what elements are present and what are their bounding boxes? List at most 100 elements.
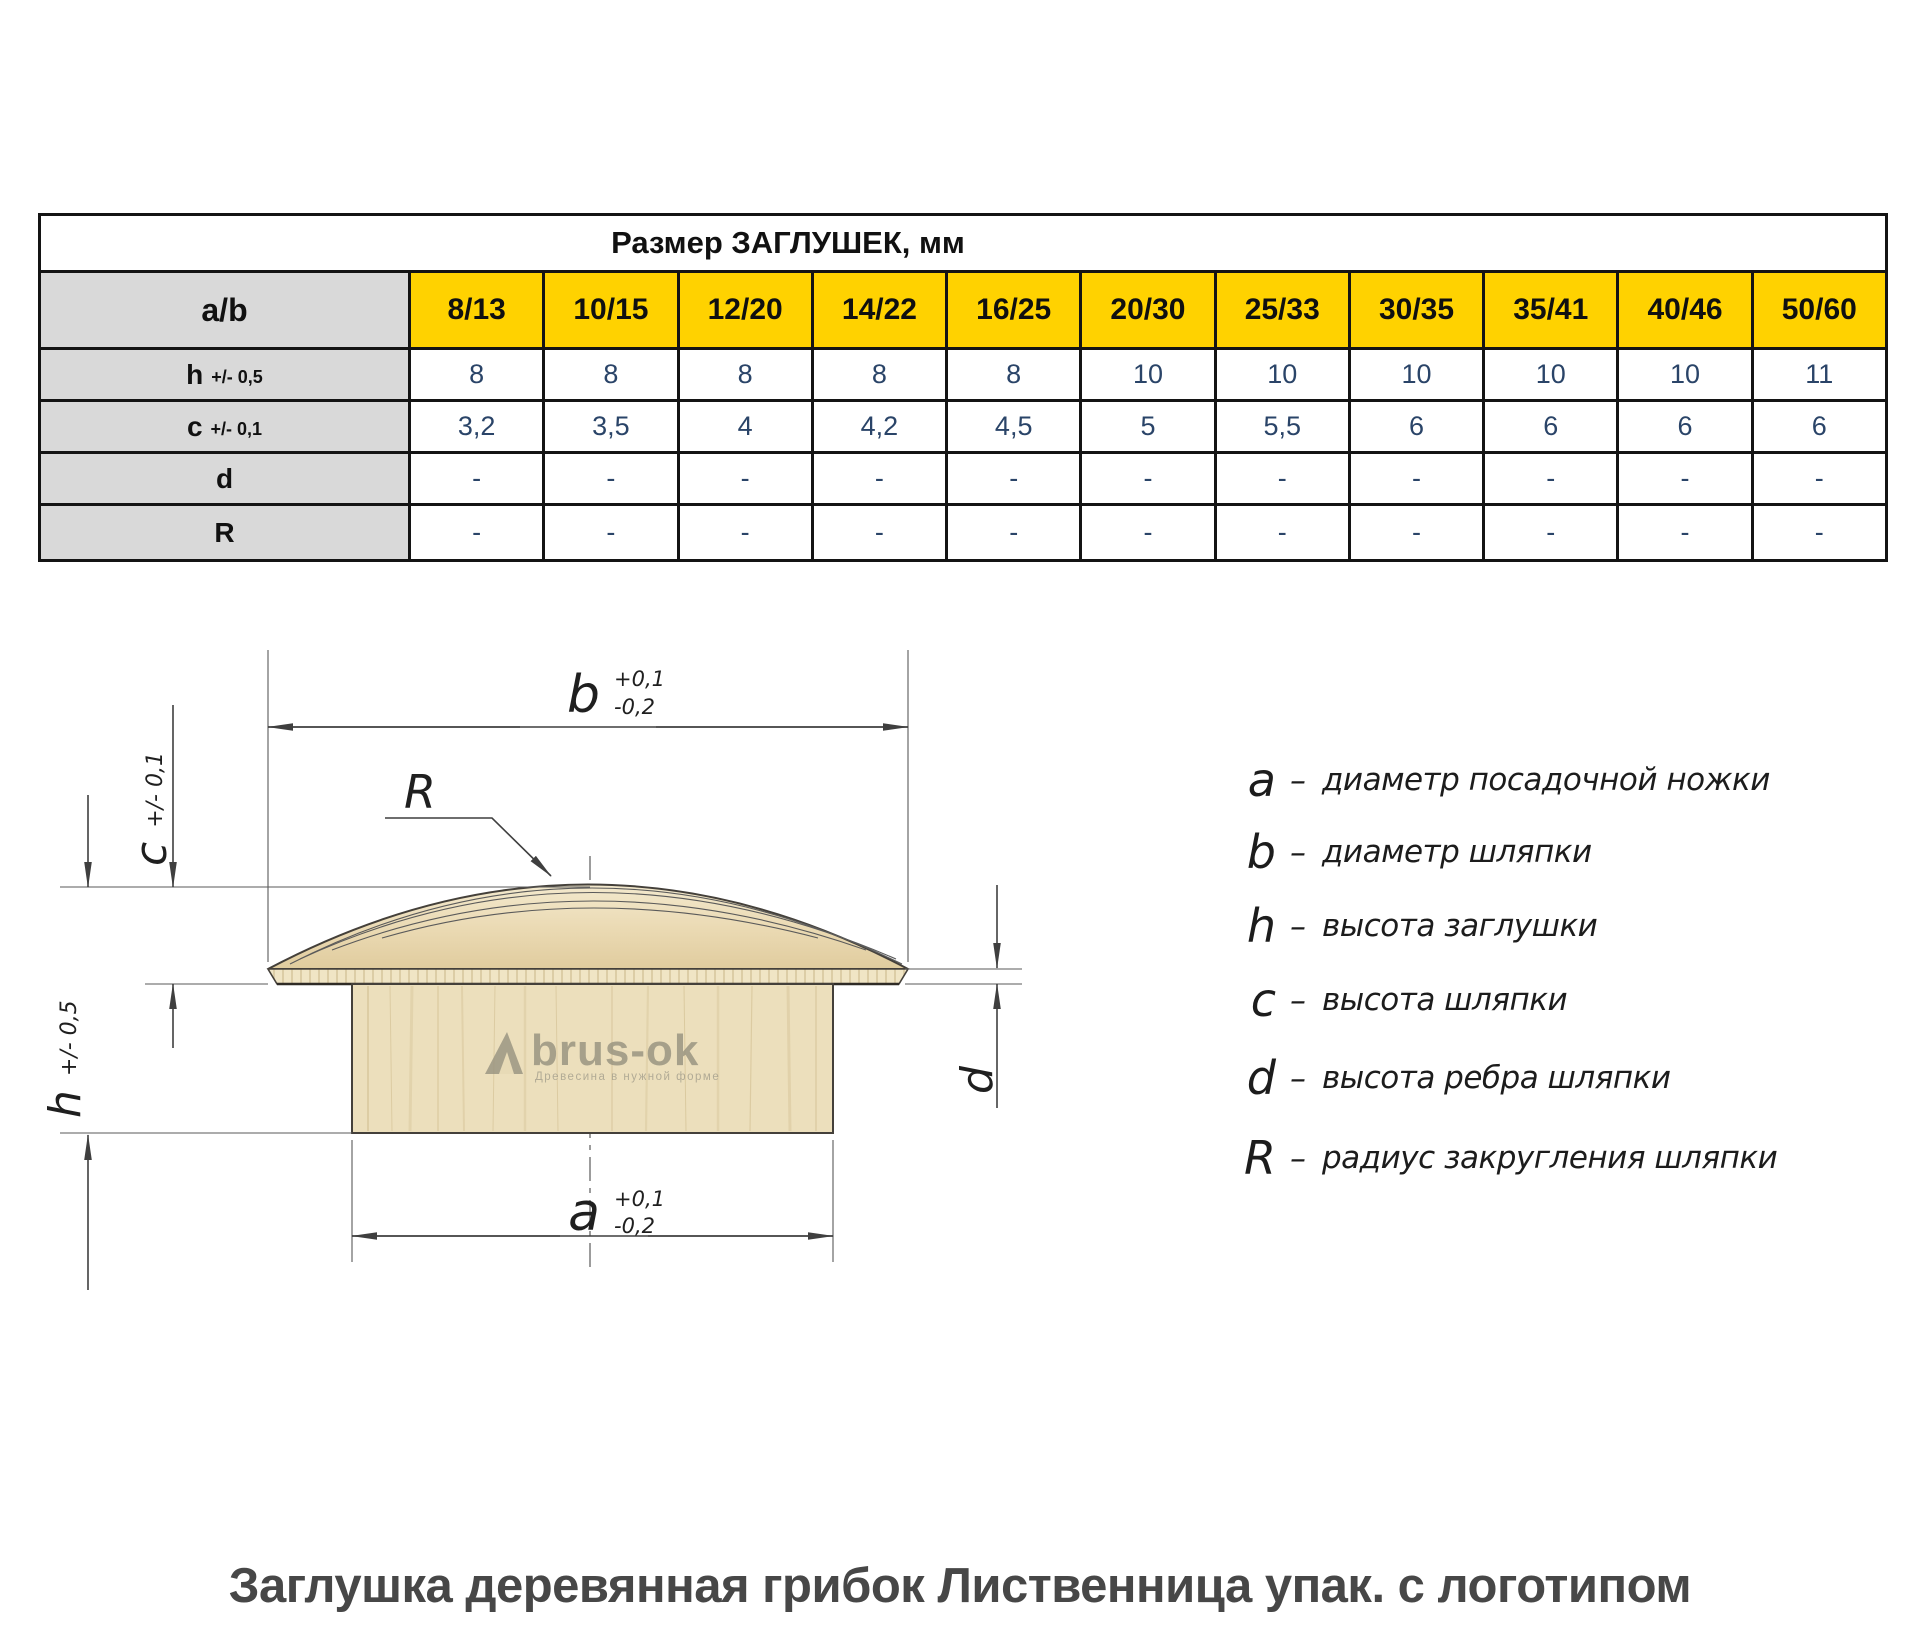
size-column-header: 25/33 bbox=[1216, 273, 1351, 347]
value-cell: 8 bbox=[814, 350, 949, 399]
plug-cap-rim bbox=[266, 968, 910, 986]
legend-dash: – bbox=[1290, 833, 1306, 871]
product-caption: Заглушка деревянная грибок Лиственница у… bbox=[228, 1559, 1692, 1613]
value-cell: 8 bbox=[948, 350, 1083, 399]
dimension-b: b +0,1 -0,2 bbox=[267, 650, 909, 962]
value-cell: 11 bbox=[1805, 359, 1834, 389]
legend-description: высота заглушки bbox=[1322, 908, 1598, 944]
value-cell: - bbox=[1351, 454, 1486, 503]
value-cell: - bbox=[814, 506, 949, 559]
corner-header-label: a/b bbox=[201, 291, 248, 328]
legend-letter: b bbox=[1246, 825, 1276, 879]
value-cell: 4,2 bbox=[814, 402, 949, 451]
value-cell: - bbox=[1485, 506, 1620, 559]
dimension-r: R bbox=[385, 765, 552, 877]
value-cell: - bbox=[545, 506, 680, 559]
value-cell: 6 bbox=[1619, 402, 1754, 451]
legend-row: h – высота заглушки bbox=[1218, 898, 1598, 954]
size-column-header: 30/35 bbox=[1350, 273, 1486, 347]
legend-dash: – bbox=[1290, 1139, 1306, 1177]
value-cell: 8 bbox=[680, 350, 814, 399]
size-column-header: 8/13 bbox=[411, 273, 546, 347]
legend-dash: – bbox=[1290, 1059, 1306, 1097]
legend-description: диаметр шляпки bbox=[1322, 834, 1592, 870]
value-cell: 10 bbox=[1217, 350, 1351, 399]
value-cell: - bbox=[1814, 517, 1824, 547]
value-cell: - bbox=[680, 506, 814, 559]
logo-name: brus-ok bbox=[531, 1026, 699, 1075]
brus-ok-logo: brus-ok Древесина в нужной форме bbox=[485, 1026, 720, 1083]
legend-dash: – bbox=[1290, 761, 1306, 799]
legend-description: высота шляпки bbox=[1322, 982, 1568, 1018]
value-cell: - bbox=[1485, 454, 1620, 503]
reference-lines bbox=[60, 886, 1022, 1134]
size-column-header: 10/15 bbox=[545, 273, 680, 347]
size-column-header: 14/22 bbox=[813, 273, 949, 347]
dim-a-tol-plus: +0,1 bbox=[614, 1187, 665, 1211]
size-column-header: 50/60 bbox=[1753, 273, 1885, 347]
row-letter: R bbox=[214, 516, 235, 548]
legend-description: радиус закругления шляпки bbox=[1322, 1140, 1778, 1176]
value-cell: 8 bbox=[545, 350, 680, 399]
row-values-r: ----------- bbox=[411, 506, 1885, 559]
value-cell: 10 bbox=[1619, 350, 1754, 399]
value-cell: 10 bbox=[1351, 350, 1486, 399]
value-cell: 5,5 bbox=[1217, 402, 1351, 451]
value-cell: - bbox=[1351, 506, 1486, 559]
dim-r-letter: R bbox=[404, 765, 436, 819]
size-column-header: 20/30 bbox=[1082, 273, 1217, 347]
legend-letter: c bbox=[1250, 973, 1276, 1027]
dim-c-label: c+/- 0,1 bbox=[126, 752, 177, 866]
dimension-a: a +0,1 -0,2 bbox=[351, 1140, 834, 1262]
table-title-row: Размер ЗАГЛУШЕК, мм bbox=[41, 216, 1885, 273]
dim-d-label: d bbox=[952, 1065, 1003, 1094]
legend-letter: d bbox=[1246, 1051, 1276, 1105]
dim-a-tol-minus: -0,2 bbox=[614, 1214, 655, 1238]
legend-description: диаметр посадочной ножки bbox=[1322, 762, 1770, 798]
table-title: Размер ЗАГЛУШЕК, мм bbox=[611, 225, 965, 260]
value-cell: - bbox=[1082, 454, 1217, 503]
legend-row: c – высота шляпки bbox=[1218, 972, 1568, 1028]
corner-header-cell: a/b bbox=[41, 273, 411, 347]
value-cell: - bbox=[545, 454, 680, 503]
value-cell: - bbox=[948, 454, 1083, 503]
row-label-d: d bbox=[41, 454, 411, 503]
value-cell: - bbox=[411, 454, 546, 503]
logo-tagline: Древесина в нужной форме bbox=[535, 1071, 720, 1083]
plug-cap-dome bbox=[267, 883, 909, 970]
plug-technical-drawing: brus-ok Древесина в нужной форме b +0,1 … bbox=[40, 650, 1022, 1290]
row-tolerance: +/- 0,1 bbox=[210, 419, 263, 439]
legend-row: R – радиус закругления шляпки bbox=[1218, 1130, 1778, 1186]
size-column-header: 35/41 bbox=[1485, 273, 1620, 347]
value-cell: 4,5 bbox=[948, 402, 1083, 451]
value-cell: - bbox=[1814, 463, 1824, 493]
dim-b-letter: b bbox=[567, 665, 600, 725]
value-cell: 5 bbox=[1082, 402, 1217, 451]
dimension-d: d bbox=[952, 885, 1003, 1108]
dim-h-label: h+/- 0,5 bbox=[40, 1000, 91, 1118]
value-cell: 6 bbox=[1811, 411, 1827, 441]
row-values-d: ----------- bbox=[411, 454, 1885, 503]
legend-row: d – высота ребра шляпки bbox=[1218, 1050, 1671, 1106]
value-cell: - bbox=[680, 454, 814, 503]
value-cell: - bbox=[1217, 454, 1351, 503]
plug-stem: brus-ok Древесина в нужной форме bbox=[351, 983, 834, 1134]
dimension-h: h+/- 0,5 bbox=[40, 795, 92, 1290]
size-column-header: 40/46 bbox=[1619, 273, 1754, 347]
dim-b-tol-plus: +0,1 bbox=[614, 667, 665, 691]
legend-letter: h bbox=[1246, 899, 1276, 953]
value-cell: 4 bbox=[680, 402, 814, 451]
value-cell: - bbox=[411, 506, 546, 559]
row-label-c: c +/- 0,1 bbox=[41, 402, 411, 451]
value-cell: - bbox=[1619, 454, 1754, 503]
value-cell: 10 bbox=[1082, 350, 1217, 399]
row-label-h: h +/- 0,5 bbox=[41, 350, 411, 399]
size-column-header: 16/25 bbox=[948, 273, 1083, 347]
